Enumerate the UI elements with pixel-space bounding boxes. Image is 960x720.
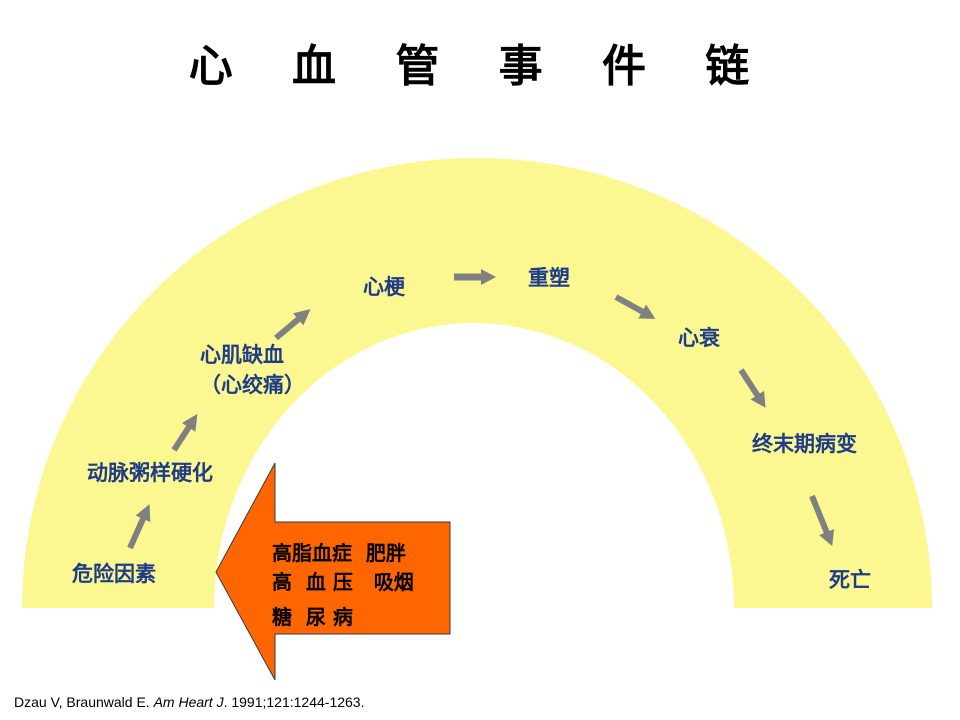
risk-factor-line1: 高脂血症 肥胖 (272, 541, 406, 565)
citation-journal: Am Heart J (153, 694, 224, 710)
arrow-risk-to-athero (127, 504, 151, 550)
citation-details: . 1991;121:1244-1263. (223, 694, 365, 710)
yellow-arc-band (22, 158, 932, 608)
citation-authors: Dzau V, Braunwald E. (14, 694, 154, 710)
node-atherosclerosis: 动脉粥样硬化 (87, 461, 213, 485)
risk-factor-line2: 高 血 压 吸烟 (272, 570, 414, 594)
arrow-heart-failure-to-end-stage (738, 368, 766, 408)
arrow-athero-to-ischemia (171, 413, 198, 452)
arrow-infarction-to-remodeling (454, 269, 496, 285)
node-ischemia-line2: （心绞痛） (200, 373, 305, 397)
arrow-end-stage-to-death (809, 494, 835, 547)
node-heart-failure: 心衰 (678, 326, 720, 350)
node-ischemia: 心肌缺血 （心绞痛） (200, 339, 305, 399)
risk-factor-line3: 糖 尿 病 (272, 605, 353, 629)
node-end-stage: 终末期病变 (752, 432, 857, 456)
arrow-ischemia-to-infarction (274, 309, 311, 341)
node-remodeling: 重塑 (528, 266, 570, 290)
page-title: 心 血 管 事 件 链 (188, 41, 772, 92)
node-ischemia-line1: 心肌缺血 (200, 343, 284, 367)
node-death: 死亡 (829, 568, 871, 592)
arrow-remodeling-to-heart-failure (614, 294, 656, 319)
citation: Dzau V, Braunwald E. Am Heart J. 1991;12… (14, 694, 364, 710)
risk-factors-arrow (215, 462, 451, 681)
node-risk-factors: 危险因素 (72, 562, 156, 586)
node-infarction: 心梗 (363, 275, 405, 299)
